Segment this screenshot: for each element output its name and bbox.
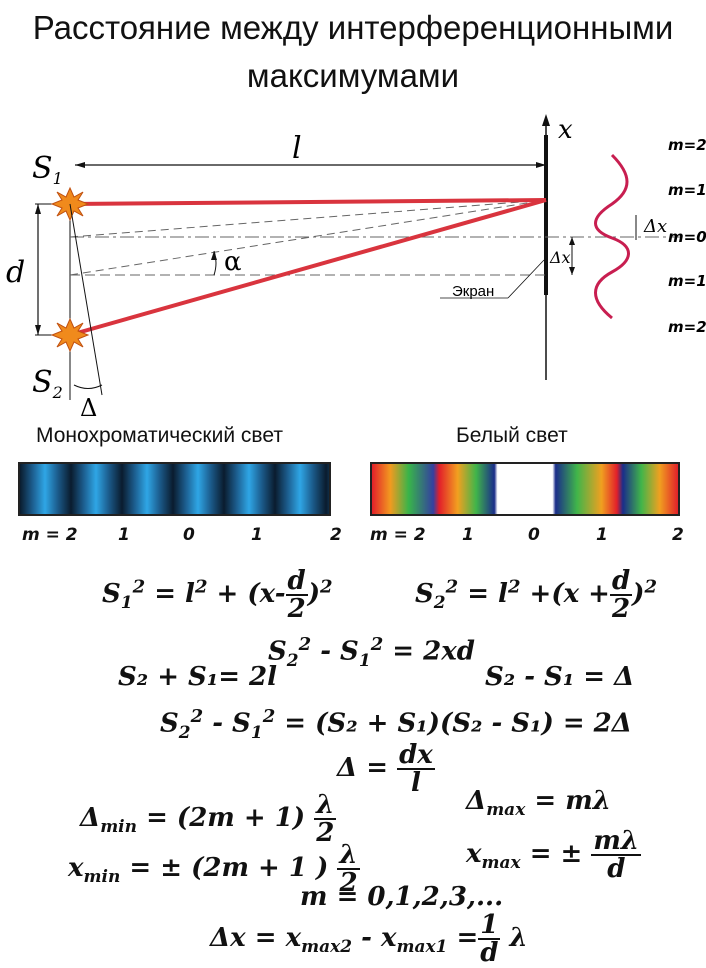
alpha-arrow: [211, 251, 217, 260]
page-title: Расстояние между интерференционными макс…: [0, 4, 706, 100]
ray-s1: [69, 198, 547, 206]
m-level-label: m=1: [668, 181, 706, 199]
white-m-label: m = 2: [370, 525, 426, 545]
white-m-label: 1: [462, 525, 474, 545]
mono-m-label: 1: [118, 525, 130, 545]
m-level-label: m=0: [668, 228, 706, 246]
formula-expanded: S22 - S12 = (S₂ + S₁)(S₂ - S₁) = 2Δ: [160, 706, 632, 743]
formula-delta-max: Δmax = mλ: [466, 786, 611, 821]
screen-leader: [507, 259, 545, 299]
x-axis-arrow: [542, 114, 550, 126]
m-level-label: m=2: [668, 136, 706, 154]
mono-m-label: m = 2: [22, 525, 78, 545]
white-m-label: 0: [528, 525, 540, 545]
screen: [544, 135, 548, 295]
m-level-label: m=2: [668, 318, 706, 336]
s1-label: S1: [32, 151, 63, 188]
d-arrow-top: [35, 204, 41, 214]
formula-path-difference: S₂ - S₁ = Δ: [485, 662, 635, 692]
white-title: Белый свет: [456, 424, 568, 447]
x-label: x: [558, 115, 573, 145]
white-fringe-band: [370, 462, 680, 516]
formula-sum: S₂ + S₁= 2l: [118, 662, 278, 692]
dx-wave-label: Δx: [643, 216, 667, 237]
mono-m-label: 1: [251, 525, 263, 545]
screen-label: Экран: [452, 283, 494, 300]
mono-title: Монохроматический свет: [36, 424, 283, 447]
interference-diagram: l x d S1 S2 α Δ Δx Экран Δx m=2 m=1 m=0 …: [6, 114, 706, 420]
mono-fringe-band: [18, 462, 331, 516]
l-label: l: [292, 131, 302, 166]
mono-m-label: 0: [183, 525, 195, 545]
ray-s2: [69, 198, 547, 337]
white-m-label: 2: [672, 525, 684, 545]
l-arrow-left: [75, 162, 85, 168]
source-s2-icon: [50, 317, 90, 353]
dx-arrow-bottom: [569, 267, 575, 275]
dashed-center-ray: [69, 199, 547, 238]
delta-perpendicular: [69, 203, 103, 396]
alpha-label: α: [224, 247, 242, 277]
dashed-angle-ray: [69, 199, 547, 276]
formula-difference-squares: S22 - S12 = 2xd: [268, 634, 475, 671]
title-line-2: максимумами: [246, 57, 460, 94]
delta-arc: [73, 384, 103, 389]
d-label: d: [6, 255, 25, 290]
title-line-1: Расстояние между интерференционными: [32, 9, 674, 46]
delta-label: Δ: [80, 394, 97, 420]
dx-arrow-top: [569, 237, 575, 245]
d-arrow-bottom: [35, 325, 41, 335]
mono-m-label: 2: [330, 525, 342, 545]
s2-label: S2: [32, 365, 63, 402]
l-arrow-right: [536, 162, 546, 168]
white-m-label: 1: [596, 525, 608, 545]
intensity-wave: [594, 153, 630, 320]
dx-screen-label: Δx: [549, 248, 571, 267]
m-level-label: m=1: [668, 272, 706, 290]
formula-m-values: m = 0,1,2,3,...: [300, 882, 504, 912]
